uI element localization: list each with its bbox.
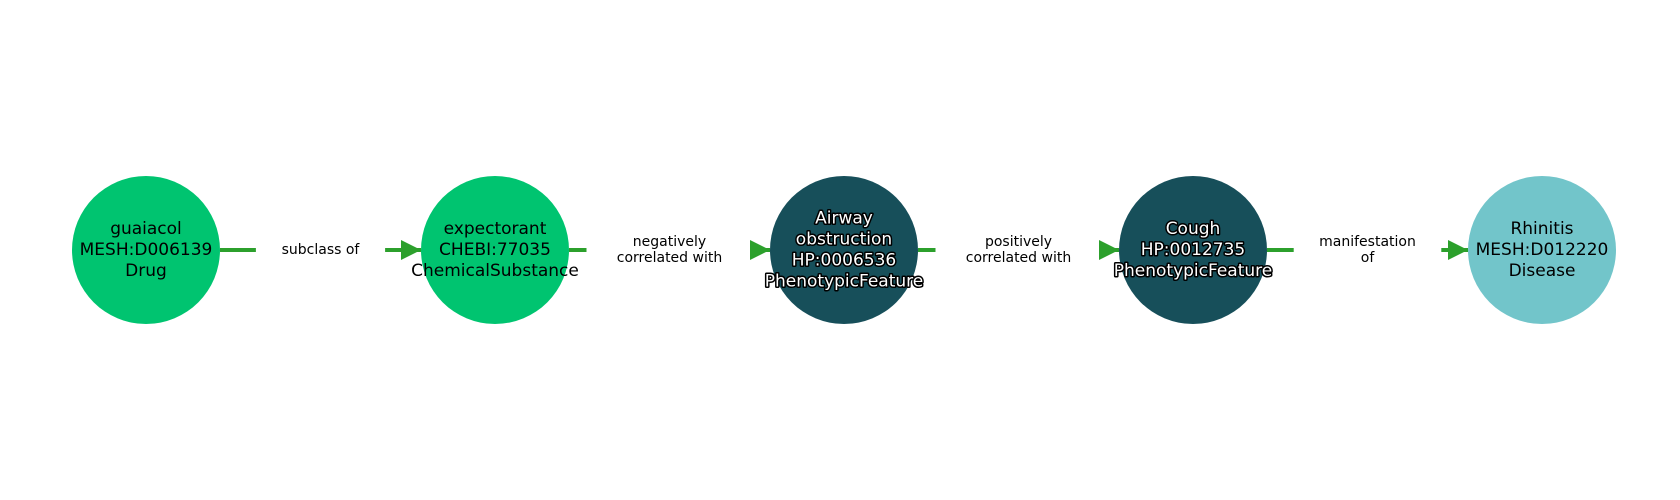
node-label: MESH:D006139	[80, 240, 213, 260]
node-label: Rhinitis	[1510, 219, 1573, 239]
node-label: HP:0006536	[792, 251, 896, 271]
edge-label: correlated with	[617, 250, 722, 266]
node-label: PhenotypicFeature	[765, 272, 924, 292]
edge-label: positively	[985, 234, 1052, 250]
node-circle[interactable]	[72, 176, 220, 324]
node-label: PhenotypicFeature	[1114, 261, 1273, 281]
node-label: HP:0012735	[1141, 240, 1245, 260]
node-label: Cough	[1166, 219, 1221, 239]
node-circle[interactable]	[770, 176, 918, 324]
node-label: obstruction	[796, 230, 892, 250]
node-label: guaiacol	[110, 219, 182, 239]
edge-label: of	[1361, 250, 1376, 266]
node-label: Disease	[1509, 261, 1576, 281]
node-label: Airway	[815, 209, 873, 229]
edge-label: manifestation	[1319, 234, 1416, 250]
node-n3[interactable]: AirwayobstructionHP:0006536PhenotypicFea…	[763, 176, 925, 324]
edge-label: subclass of	[282, 242, 361, 258]
node-label: Drug	[125, 261, 167, 281]
node-label: CHEBI:77035	[439, 240, 551, 260]
node-label: ChemicalSubstance	[411, 261, 579, 281]
node-circle[interactable]	[421, 176, 569, 324]
node-circle[interactable]	[1119, 176, 1267, 324]
node-label: MESH:D012220	[1476, 240, 1609, 260]
edge-label: negatively	[633, 234, 706, 250]
edge-label: correlated with	[966, 250, 1071, 266]
node-label: expectorant	[444, 219, 547, 239]
edge-n1-n2: subclass of	[220, 240, 421, 260]
node-circle[interactable]	[1468, 176, 1616, 324]
